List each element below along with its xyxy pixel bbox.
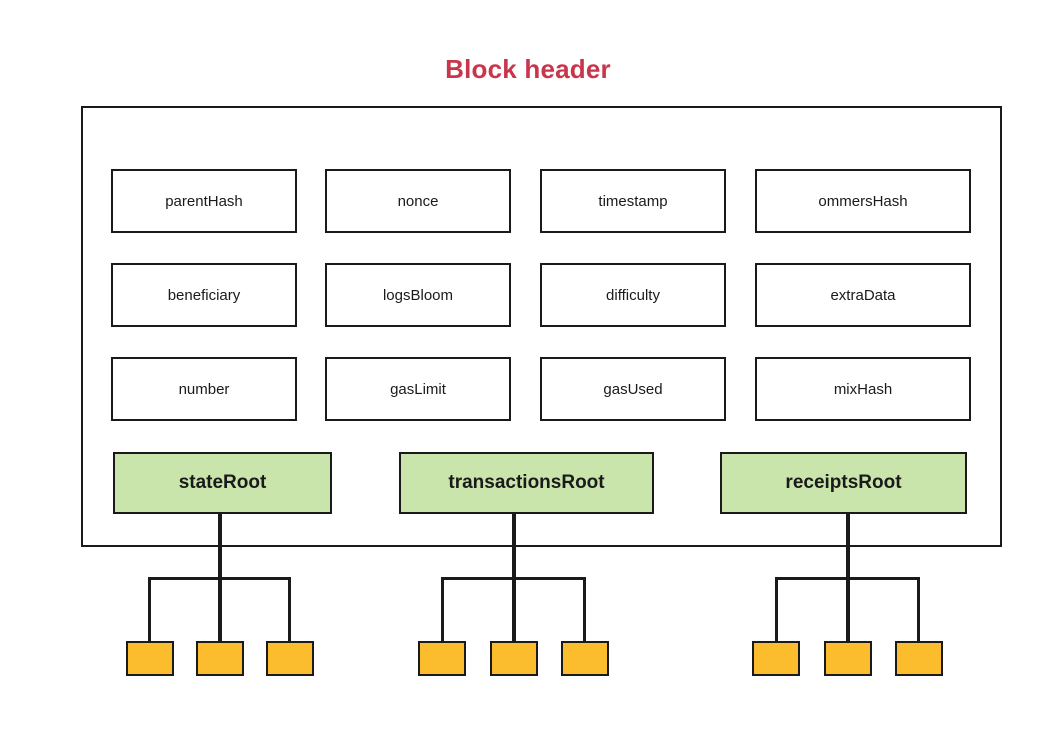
root-label: transactionsRoot [448, 472, 605, 493]
tree-branch-middle [218, 577, 222, 643]
tree-branch-middle [512, 577, 516, 643]
root-box-stateroot[interactable]: stateRoot [113, 452, 332, 514]
leaf-node[interactable] [266, 641, 314, 676]
field-box-timestamp[interactable]: timestamp [540, 169, 726, 233]
field-label: beneficiary [167, 286, 241, 304]
field-box-number[interactable]: number [111, 357, 297, 421]
field-label: logsBloom [382, 286, 454, 304]
field-box-ommershash[interactable]: ommersHash [755, 169, 971, 233]
field-label: parentHash [165, 192, 243, 210]
field-box-gasused[interactable]: gasUsed [540, 357, 726, 421]
field-label: gasLimit [390, 380, 446, 398]
leaf-node[interactable] [126, 641, 174, 676]
tree-stem [846, 513, 850, 579]
leaf-node[interactable] [895, 641, 943, 676]
block-header-container: parentHash nonce timestamp ommersHash be… [81, 106, 1002, 547]
field-box-mixhash[interactable]: mixHash [755, 357, 971, 421]
leaf-node[interactable] [196, 641, 244, 676]
leaf-node[interactable] [561, 641, 609, 676]
field-box-nonce[interactable]: nonce [325, 169, 511, 233]
page-title: Block header [445, 54, 611, 84]
field-box-parenthash[interactable]: parentHash [111, 169, 297, 233]
field-label: ommersHash [818, 192, 908, 210]
tree-branch-left [148, 577, 151, 643]
tree-branch-right [583, 577, 586, 643]
field-label: number [178, 380, 230, 398]
field-label: extraData [830, 286, 896, 304]
field-box-gaslimit[interactable]: gasLimit [325, 357, 511, 421]
leaf-node[interactable] [824, 641, 872, 676]
leaf-node[interactable] [752, 641, 800, 676]
field-box-logsbloom[interactable]: logsBloom [325, 263, 511, 327]
root-label: receiptsRoot [785, 472, 902, 493]
tree-stem [512, 513, 516, 579]
field-box-difficulty[interactable]: difficulty [540, 263, 726, 327]
field-label: gasUsed [603, 380, 663, 398]
field-label: mixHash [833, 380, 893, 398]
tree-branch-middle [846, 577, 850, 643]
field-label: nonce [397, 192, 439, 210]
root-box-transactionsroot[interactable]: transactionsRoot [399, 452, 654, 514]
tree-branch-right [288, 577, 291, 643]
field-label: timestamp [598, 192, 668, 210]
leaf-node[interactable] [490, 641, 538, 676]
root-label: stateRoot [178, 472, 267, 493]
field-box-extradata[interactable]: extraData [755, 263, 971, 327]
field-label: difficulty [606, 286, 660, 304]
tree-stem [218, 513, 222, 579]
leaf-node[interactable] [418, 641, 466, 676]
root-box-receiptsroot[interactable]: receiptsRoot [720, 452, 967, 514]
tree-branch-left [775, 577, 778, 643]
field-box-beneficiary[interactable]: beneficiary [111, 263, 297, 327]
tree-branch-left [441, 577, 444, 643]
tree-branch-right [917, 577, 920, 643]
